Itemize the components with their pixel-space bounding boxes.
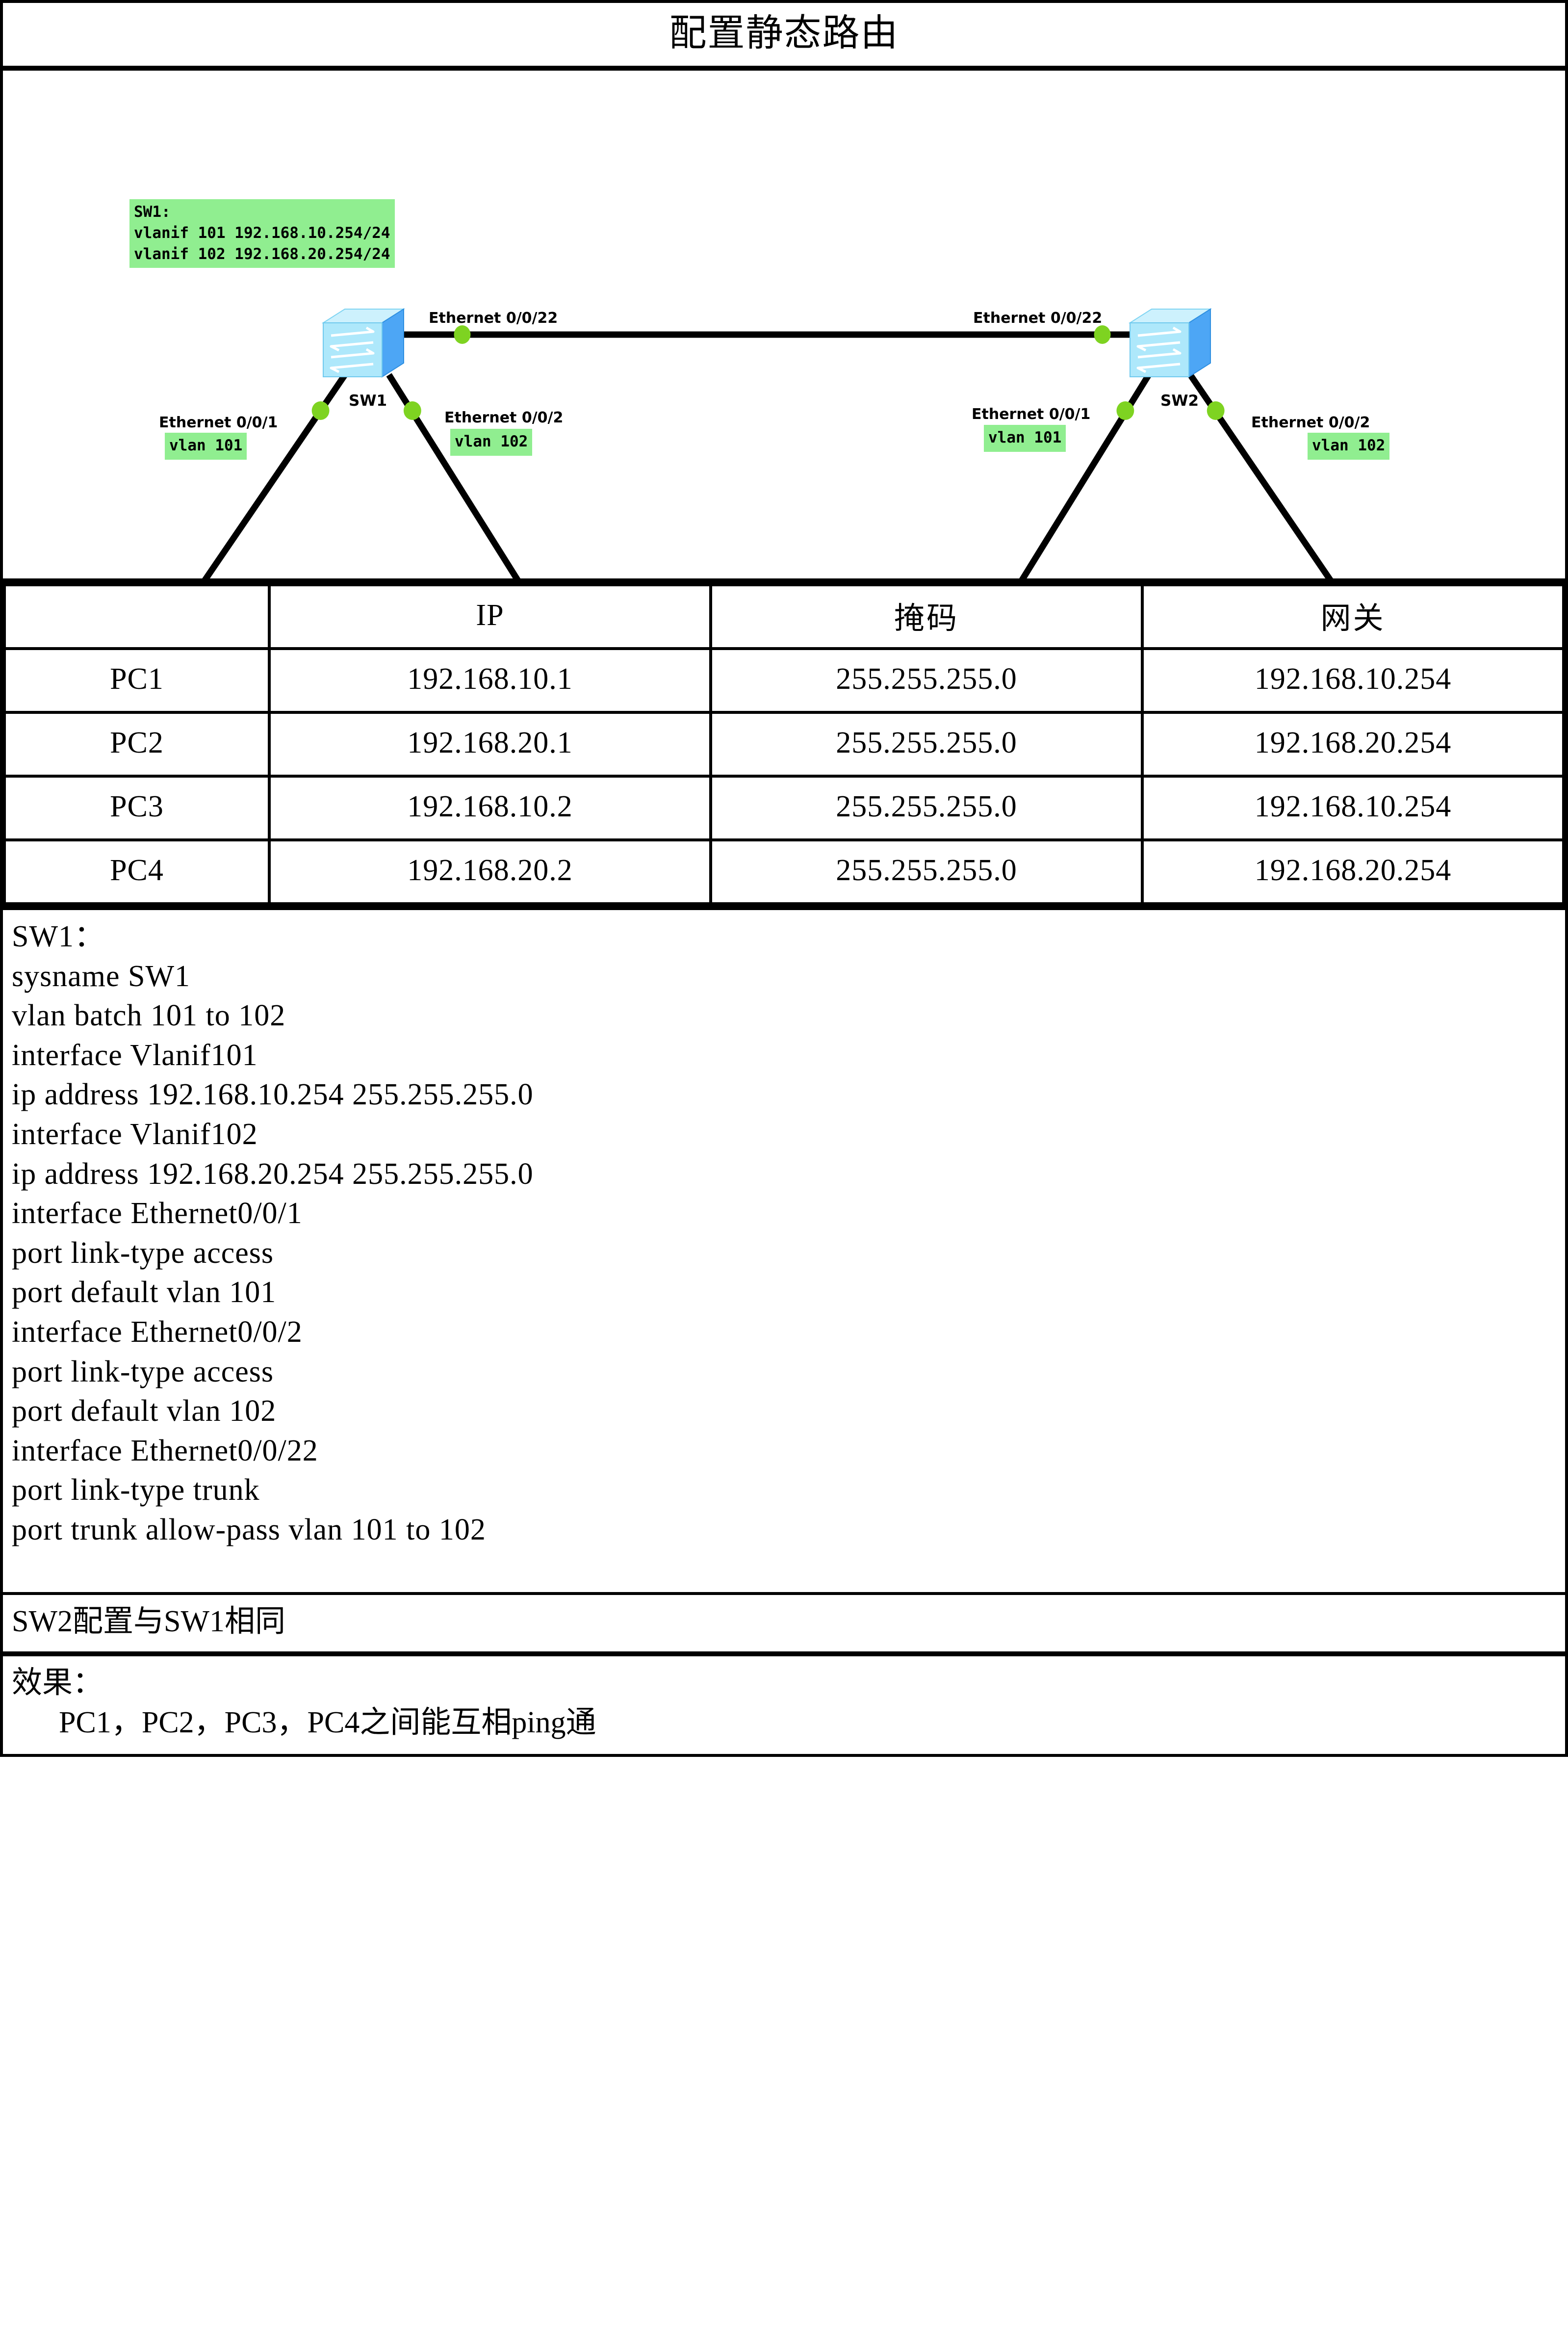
sw2-note-text: SW2配置与SW1相同 <box>12 1604 286 1638</box>
table-header-row: IP 掩码 网关 <box>3 583 1565 650</box>
title-bar: 配置静态路由 <box>3 3 1565 71</box>
table-cell-mask: 255.255.255.0 <box>709 838 1144 905</box>
network-topology-diagram: SW1: vlanif 101 192.168.10.254/24 vlanif… <box>3 71 1565 583</box>
table-cell-ip: 192.168.10.1 <box>268 647 712 714</box>
if-label-sw2-trunk: Ethernet 0/0/22 <box>973 310 1103 327</box>
if-label-sw2-e1: Ethernet 0/0/1 <box>972 406 1091 423</box>
table-cell-mask: 255.255.255.0 <box>709 647 1144 714</box>
config-line: interface Ethernet0/0/2 <box>12 1315 303 1349</box>
config-line: sysname SW1 <box>12 959 191 993</box>
port-dot-sw1-e1 <box>311 401 330 420</box>
effect-body: PC1，PC2，PC3，PC4之间能互相ping通 <box>59 1705 596 1739</box>
sw2-note-block: SW2配置与SW1相同 <box>3 1592 1565 1652</box>
config-line: ip address 192.168.20.254 255.255.255.0 <box>12 1157 534 1191</box>
table-cell-device: PC2 <box>3 711 271 778</box>
if-label-sw1-e1: Ethernet 0/0/1 <box>159 414 278 431</box>
topology-links <box>202 325 1334 578</box>
table-cell-device: PC4 <box>3 838 271 905</box>
if-label-sw1-trunk: Ethernet 0/0/22 <box>429 310 558 327</box>
link-sw2-pc4 <box>1187 373 1334 578</box>
document-page: 配置静态路由 SW1: vlan <box>0 0 1568 1757</box>
config-line: interface Ethernet0/0/22 <box>12 1434 318 1467</box>
table-cell-ip: 192.168.10.2 <box>268 775 712 841</box>
vlan-tag-sw1-e2: vlan 102 <box>450 429 533 456</box>
port-dot-sw1-trunk <box>454 325 471 344</box>
table-cell-mask: 255.255.255.0 <box>709 711 1144 778</box>
effect-heading: 效果： <box>12 1666 103 1699</box>
port-dot-sw2-trunk <box>1094 325 1111 344</box>
table-cell-device: PC1 <box>3 647 271 714</box>
device-label-sw1: SW1 <box>349 392 387 410</box>
table-cell-gateway: 192.168.10.254 <box>1141 775 1565 841</box>
device-label-sw2: SW2 <box>1160 392 1199 410</box>
config-line: interface Ethernet0/0/1 <box>12 1197 303 1230</box>
vlan-tag-sw2-e2: vlan 102 <box>1308 433 1390 460</box>
effect-block: 效果： PC1，PC2，PC3，PC4之间能互相ping通 <box>3 1651 1565 1754</box>
vlan-tag-sw1-e1: vlan 101 <box>165 433 247 460</box>
config-line: vlan batch 101 to 102 <box>12 999 286 1033</box>
link-sw1-pc2 <box>202 373 348 578</box>
config-line: port link-type access <box>12 1355 274 1388</box>
config-line: SW1： <box>12 920 105 953</box>
config-line: port link-type access <box>12 1236 274 1270</box>
table-header-cell <box>3 583 271 650</box>
if-label-sw2-e2: Ethernet 0/0/2 <box>1251 414 1370 431</box>
config-spacer <box>12 1550 1556 1575</box>
device-sw1[interactable] <box>319 306 408 385</box>
sw1-configuration-block: SW1： sysname SW1 vlan batch 101 to 102 i… <box>3 905 1565 1592</box>
switch-icon <box>321 308 406 378</box>
table-row: PC2 192.168.20.1 255.255.255.0 192.168.2… <box>3 711 1565 778</box>
table-row: PC4 192.168.20.2 255.255.255.0 192.168.2… <box>3 838 1565 905</box>
device-sw2[interactable] <box>1126 306 1214 385</box>
port-dot-sw2-e1 <box>1116 401 1134 420</box>
config-line: port default vlan 102 <box>12 1394 277 1428</box>
config-line: ip address 192.168.10.254 255.255.255.0 <box>12 1078 534 1112</box>
if-label-sw1-e2: Ethernet 0/0/2 <box>444 409 564 426</box>
table-cell-gateway: 192.168.20.254 <box>1141 838 1565 905</box>
config-line: port link-type trunk <box>12 1473 260 1507</box>
table-cell-ip: 192.168.20.1 <box>268 711 712 778</box>
table-cell-mask: 255.255.255.0 <box>709 775 1144 841</box>
switch-icon <box>1128 308 1212 378</box>
ip-address-table: IP 掩码 网关 PC1 192.168.10.1 255.255.255.0 … <box>3 583 1565 905</box>
sw1-vlanif-note: SW1: vlanif 101 192.168.10.254/24 vlanif… <box>129 199 395 268</box>
table-header-cell: 掩码 <box>709 583 1144 650</box>
link-sw1-pc1 <box>386 373 521 578</box>
port-dot-sw2-e2 <box>1207 401 1225 420</box>
vlan-tag-sw2-e1: vlan 101 <box>984 425 1066 452</box>
table-row: PC1 192.168.10.1 255.255.255.0 192.168.1… <box>3 647 1565 714</box>
config-line: interface Vlanif102 <box>12 1117 258 1151</box>
config-line: port default vlan 101 <box>12 1276 277 1309</box>
table-header-cell: 网关 <box>1141 583 1565 650</box>
table-cell-gateway: 192.168.10.254 <box>1141 647 1565 714</box>
table-cell-gateway: 192.168.20.254 <box>1141 711 1565 778</box>
table-header-cell: IP <box>268 583 712 650</box>
config-line: port trunk allow-pass vlan 101 to 102 <box>12 1513 486 1546</box>
table-row: PC3 192.168.10.2 255.255.255.0 192.168.1… <box>3 775 1565 841</box>
table-cell-device: PC3 <box>3 775 271 841</box>
config-line: interface Vlanif101 <box>12 1038 258 1072</box>
table-cell-ip: 192.168.20.2 <box>268 838 712 905</box>
port-dot-sw1-e2 <box>403 401 421 420</box>
page-title: 配置静态路由 <box>669 13 899 54</box>
